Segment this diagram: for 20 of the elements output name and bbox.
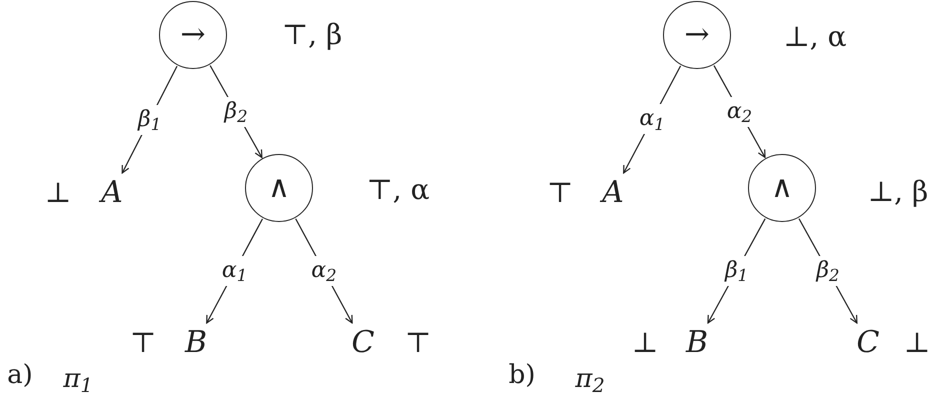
- proof-label: π$_{1}$: [63, 366, 93, 392]
- formula-letter: B: [184, 328, 208, 358]
- truth-value-label: ⊤, α: [366, 176, 430, 204]
- formula-letter: C: [352, 328, 374, 358]
- truth-value-label: ⊤: [130, 329, 156, 357]
- panel-label: a): [7, 362, 33, 388]
- truth-value-label: ⊤, β: [282, 21, 342, 49]
- panel-label: b): [508, 362, 536, 388]
- truth-value-label: ⊥: [44, 179, 72, 207]
- formula-letter: A: [602, 178, 624, 208]
- truth-value-label: ⊤: [404, 329, 432, 357]
- truth-value-label: ⊥: [632, 329, 658, 357]
- truth-value-label: ⊥: [904, 329, 930, 357]
- formula-letter: B: [686, 328, 708, 358]
- formula-letter: C: [856, 328, 880, 358]
- truth-value-label: ⊤: [546, 179, 574, 207]
- formula-letter: A: [101, 178, 123, 208]
- truth-value-label: ⊥, α: [783, 23, 847, 51]
- proof-label: π$_{2}$: [575, 366, 605, 392]
- truth-value-label: ⊥, β: [868, 178, 928, 206]
